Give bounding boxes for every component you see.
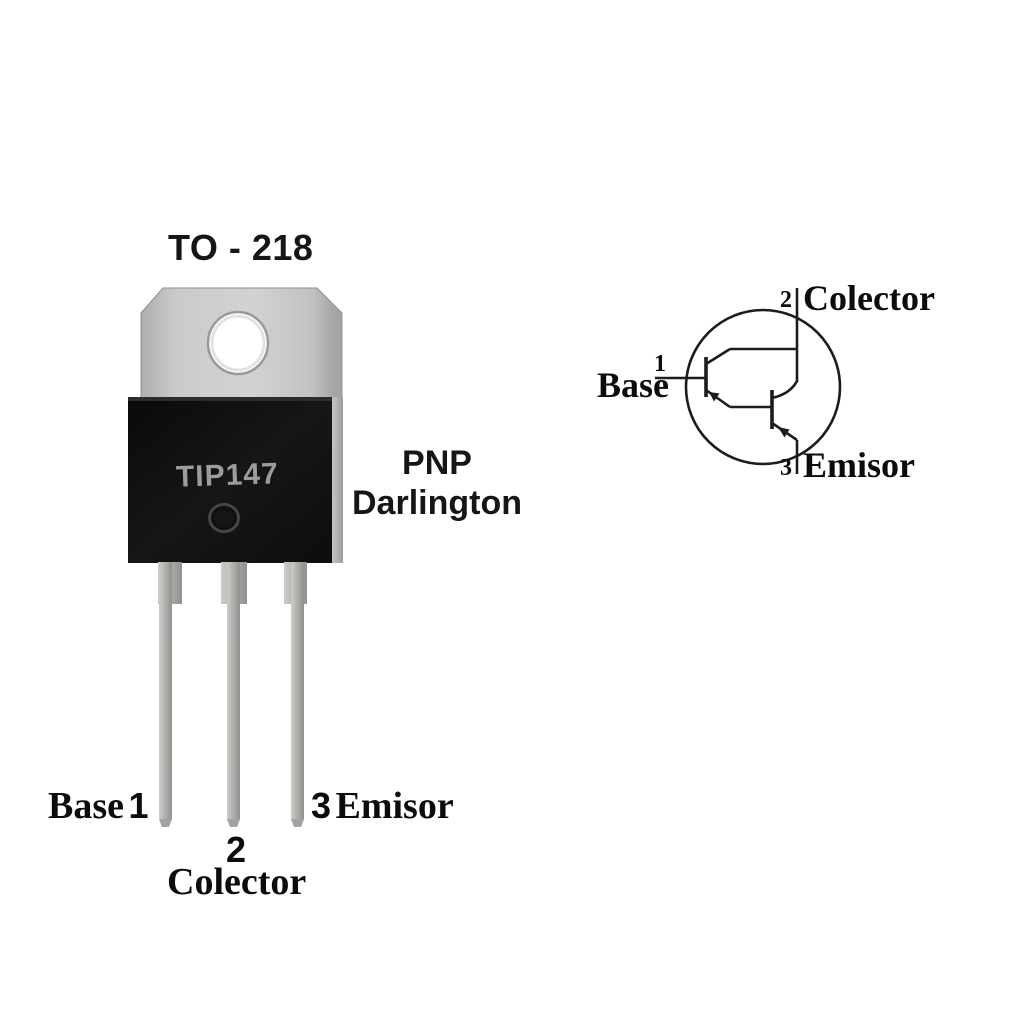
schematic-emitter-number: 3 [780, 455, 792, 481]
schematic-collector-label: Colector [803, 278, 935, 318]
pin3-name: Emisor [335, 785, 454, 827]
schematic-circle [684, 308, 842, 466]
schematic-base-label: Base [597, 365, 669, 405]
type-line-pnp: PNP [402, 444, 472, 482]
package-title: TO - 218 [168, 227, 314, 268]
legs [158, 562, 307, 827]
pin2-name: Colector [167, 861, 307, 903]
t1-collector-diag [705, 347, 731, 366]
part-number-marking: TIP147 [175, 457, 280, 494]
mounting-hole-rim [210, 314, 266, 372]
schematic-base-number: 1 [654, 351, 666, 377]
pin1-number: 1 [128, 785, 149, 826]
pin3-label: 3 Emisor [311, 787, 454, 825]
tab-right-shade [317, 288, 342, 398]
pin3-number: 3 [311, 785, 332, 826]
transistor-type-label: PNP Darlington [352, 443, 522, 523]
pin1-name: Base [48, 785, 124, 827]
type-line-darlington: Darlington [352, 484, 522, 522]
pin1-label: Base 1 [48, 787, 148, 825]
leg-3 [284, 562, 307, 827]
metal-tab [140, 287, 343, 399]
leg-2 [221, 562, 247, 827]
plastic-body [128, 397, 343, 563]
schematic-emitter-label: Emisor [803, 445, 915, 485]
manufacturer-logo-icon [208, 503, 240, 533]
t2-pnp-arrow [778, 427, 790, 438]
t2-collector-diag [771, 380, 799, 400]
pin2-number: 2 [226, 829, 247, 870]
body-top-highlight [128, 397, 332, 401]
darlington-schematic [655, 288, 842, 474]
leg-1 [158, 562, 182, 827]
mounting-hole [206, 310, 270, 376]
schematic-collector-number: 2 [780, 287, 792, 313]
body-side-face [332, 397, 343, 563]
t1-pnp-arrow [709, 392, 720, 402]
